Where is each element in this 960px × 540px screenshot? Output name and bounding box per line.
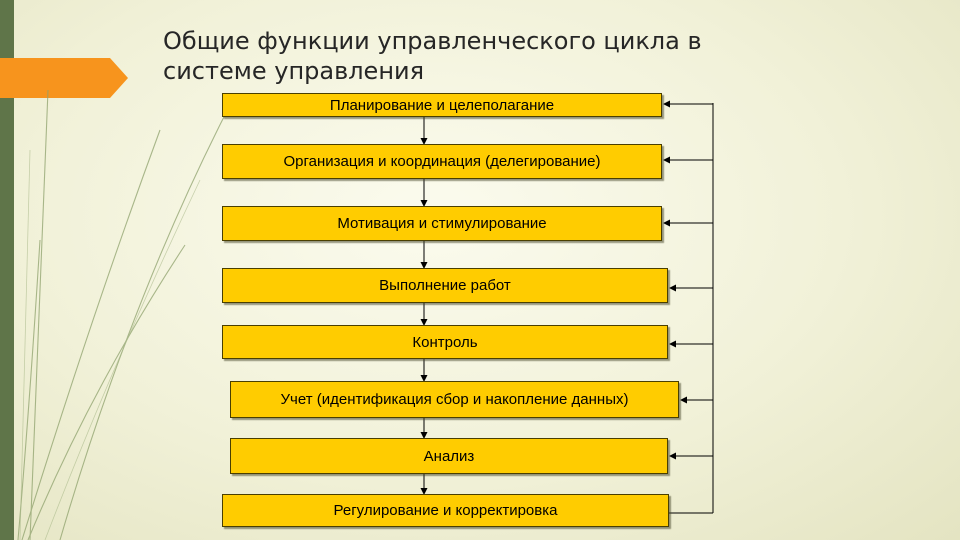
step-label: Планирование и целеполагание: [329, 96, 555, 114]
step-box-planning: Планирование и целеполагание: [222, 93, 662, 117]
step-label: Мотивация и стимулирование: [337, 215, 547, 232]
accent-arrow-tab: [0, 58, 128, 98]
step-box-organization: Организация и координация (делегирование…: [222, 144, 662, 179]
sidebar-stripe: [0, 0, 14, 540]
step-box-analysis: Анализ: [230, 438, 668, 474]
step-box-motivation: Мотивация и стимулирование: [222, 206, 662, 241]
step-label: Организация и координация (делегирование…: [283, 153, 601, 170]
step-label: Контроль: [412, 333, 478, 351]
step-box-accounting: Учет (идентификация сбор и накопление да…: [230, 381, 679, 418]
step-box-control: Контроль: [222, 325, 668, 359]
step-box-regulation: Регулирование и корректировка: [222, 494, 669, 527]
step-label: Выполнение работ: [379, 277, 511, 294]
step-label: Анализ: [423, 447, 475, 465]
step-label: Учет (идентификация сбор и накопление да…: [280, 391, 629, 408]
page-title: Общие функции управленческого цикла в си…: [163, 27, 702, 85]
step-label: Регулирование и корректировка: [333, 502, 558, 519]
step-box-execution: Выполнение работ: [222, 268, 668, 303]
